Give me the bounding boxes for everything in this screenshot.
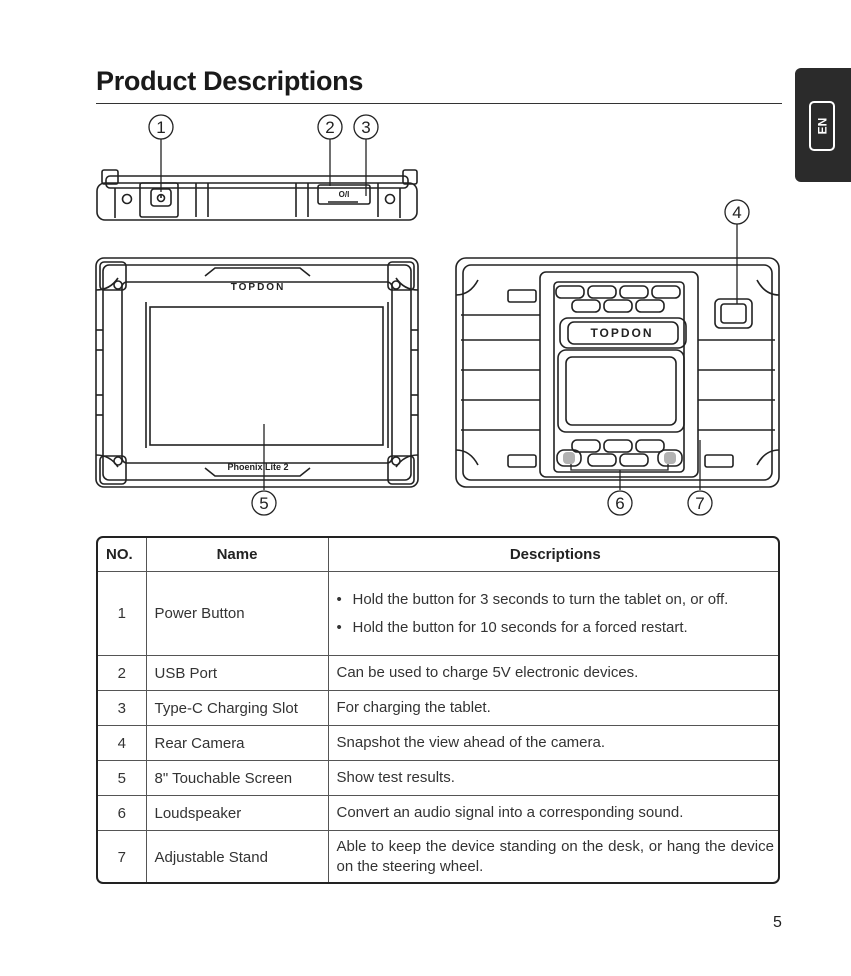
row-name: Rear Camera bbox=[145, 725, 329, 761]
bullet-item: Hold the button for 10 seconds for a for… bbox=[337, 614, 775, 642]
row-desc: Able to keep the device standing on the … bbox=[327, 830, 778, 882]
callout-3-label: 3 bbox=[361, 118, 370, 137]
callout-7-label: 7 bbox=[695, 494, 704, 513]
usb-port-cover bbox=[317, 184, 371, 205]
page-title: Product Descriptions bbox=[96, 66, 364, 96]
usb-port-label: O/I bbox=[339, 190, 350, 199]
header-descriptions: Descriptions bbox=[327, 538, 778, 572]
table-row: 5 8" Touchable Screen Show test results. bbox=[98, 760, 778, 796]
header-no: NO. bbox=[98, 538, 147, 572]
row-name: 8" Touchable Screen bbox=[145, 760, 329, 796]
table-header-row: NO. Name Descriptions bbox=[98, 538, 778, 572]
row-name: Adjustable Stand bbox=[145, 830, 329, 882]
row-no: 4 bbox=[98, 725, 147, 761]
callout-6-label: 6 bbox=[615, 494, 624, 513]
callout-2-circle bbox=[317, 114, 343, 140]
table-row: 3 Type-C Charging Slot For charging the … bbox=[98, 690, 778, 726]
callout-1-label: 1 bbox=[156, 118, 165, 137]
product-illustration: TOPDON Phoenix Lite 2 TOPDON O/I 1 2 3 4… bbox=[95, 114, 780, 516]
product-table: NO. Name Descriptions 1 Power Button Hol… bbox=[96, 536, 780, 884]
language-badge: EN bbox=[809, 101, 835, 151]
speaker-grille-right bbox=[657, 449, 683, 467]
callout-1-circle bbox=[148, 114, 174, 140]
header-name: Name bbox=[145, 538, 329, 572]
row-name: USB Port bbox=[145, 655, 329, 691]
table-row: 1 Power Button Hold the button for 3 sec… bbox=[98, 571, 778, 656]
bullet-list: Hold the button for 3 seconds to turn th… bbox=[337, 586, 775, 642]
callout-4-label: 4 bbox=[732, 203, 741, 222]
back-brand-label: TOPDON bbox=[590, 326, 653, 340]
device-top-view bbox=[96, 169, 418, 221]
row-name: Type-C Charging Slot bbox=[145, 690, 329, 726]
row-desc: Show test results. bbox=[327, 760, 778, 796]
device-back-view bbox=[455, 257, 780, 488]
row-desc: Convert an audio signal into a correspon… bbox=[327, 795, 778, 831]
speaker-grille-left bbox=[556, 449, 582, 467]
callout-6-circle bbox=[607, 490, 633, 516]
row-no: 1 bbox=[98, 571, 147, 656]
row-desc: Hold the button for 3 seconds to turn th… bbox=[327, 571, 778, 656]
table-row: 6 Loudspeaker Convert an audio signal in… bbox=[98, 795, 778, 831]
callout-2-label: 2 bbox=[325, 118, 334, 137]
row-name: Power Button bbox=[145, 571, 329, 656]
row-name: Loudspeaker bbox=[145, 795, 329, 831]
table-row: 2 USB Port Can be used to charge 5V elec… bbox=[98, 655, 778, 691]
row-no: 2 bbox=[98, 655, 147, 691]
callout-4-circle bbox=[724, 199, 750, 225]
front-model-label: Phoenix Lite 2 bbox=[227, 462, 288, 472]
row-desc: For charging the tablet. bbox=[327, 690, 778, 726]
table-row: 7 Adjustable Stand Able to keep the devi… bbox=[98, 830, 778, 882]
table-row: 4 Rear Camera Snapshot the view ahead of… bbox=[98, 725, 778, 761]
row-no: 7 bbox=[98, 830, 147, 882]
touch-screen bbox=[149, 306, 384, 446]
device-front-view bbox=[95, 257, 419, 488]
row-desc: Snapshot the view ahead of the camera. bbox=[327, 725, 778, 761]
rear-camera bbox=[720, 303, 747, 324]
callout-7-circle bbox=[687, 490, 713, 516]
row-no: 3 bbox=[98, 690, 147, 726]
row-no: 6 bbox=[98, 795, 147, 831]
callout-5-label: 5 bbox=[259, 494, 268, 513]
row-desc: Can be used to charge 5V electronic devi… bbox=[327, 655, 778, 691]
row-no: 5 bbox=[98, 760, 147, 796]
page-number: 5 bbox=[773, 914, 782, 931]
callout-5-circle bbox=[251, 490, 277, 516]
callout-3-circle bbox=[353, 114, 379, 140]
title-divider bbox=[96, 103, 782, 104]
front-brand-label: TOPDON bbox=[231, 282, 286, 293]
language-tab: EN bbox=[795, 68, 851, 182]
bullet-item: Hold the button for 3 seconds to turn th… bbox=[337, 586, 775, 614]
